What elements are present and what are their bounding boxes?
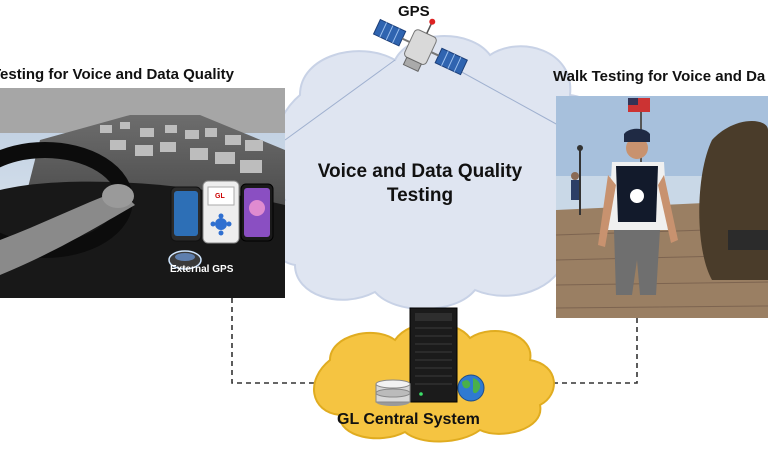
gl-test-device: GL xyxy=(202,180,240,244)
dashed-connectors xyxy=(231,298,638,384)
globe-icon xyxy=(457,374,485,402)
smartphone-left xyxy=(170,186,202,242)
smartphone-right xyxy=(240,183,274,242)
walk-test-photo xyxy=(555,96,768,318)
gps-link-left xyxy=(284,59,396,141)
drive-test-photo xyxy=(0,88,285,298)
external-gps-puck-icon xyxy=(168,250,202,270)
server-tower-icon xyxy=(409,307,458,403)
gps-satellite-icon xyxy=(372,18,468,76)
external-gps-label: External GPS xyxy=(170,264,234,275)
svg-text:GL: GL xyxy=(215,193,225,200)
cloud-title: Voice and Data Quality Testing xyxy=(317,161,523,206)
database-icon xyxy=(375,379,411,406)
walk-test-title: Walk Testing for Voice and Da xyxy=(553,68,766,85)
gps-label: GPS xyxy=(398,3,430,20)
drive-test-title: Testing for Voice and Data Quality xyxy=(0,66,234,83)
central-system-label: GL Central System xyxy=(337,411,480,428)
